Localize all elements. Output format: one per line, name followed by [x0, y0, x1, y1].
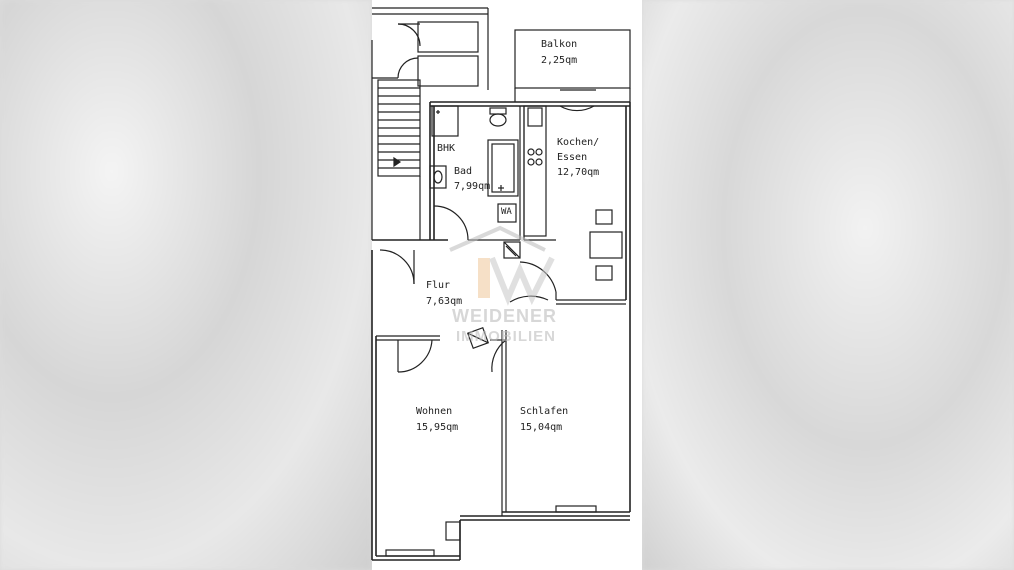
stairwell [371, 7, 489, 240]
room-label-essen: Essen [557, 152, 588, 163]
hallway-walls [376, 249, 549, 516]
watermark-line1: WEIDENER [452, 306, 558, 326]
room-label-wohnen: Wohnen [416, 406, 453, 417]
room-label-flur: Flur [426, 280, 451, 291]
blurred-background-left [0, 0, 372, 570]
room-area-balkon: 2,25qm [541, 55, 578, 66]
wa-label: WA [501, 207, 512, 217]
room-area-wohnen: 15,95qm [416, 422, 459, 433]
outer-walls [371, 101, 631, 561]
balcony-door [559, 89, 596, 112]
room-label-schlafen: Schlafen [520, 406, 569, 417]
room-label-balkon: Balkon [541, 39, 578, 50]
watermark-line2: IMMOBILIEN [456, 328, 556, 345]
room-area-kochen: 12,70qm [557, 167, 600, 178]
room-label-kochen: Kochen/ [557, 137, 600, 148]
floor-plan-sheet [372, 0, 642, 570]
room-area-bad: 7,99qm [454, 181, 491, 192]
chimneys [466, 241, 521, 350]
room-area-schlafen: 15,04qm [520, 422, 563, 433]
windows [385, 505, 597, 557]
bhk-label: BHK [437, 143, 456, 154]
blurred-background-right [642, 0, 1014, 570]
room-area-flur: 7,63qm [426, 296, 463, 307]
balcony-outline [514, 29, 631, 102]
room-label-bad: Bad [454, 166, 473, 177]
